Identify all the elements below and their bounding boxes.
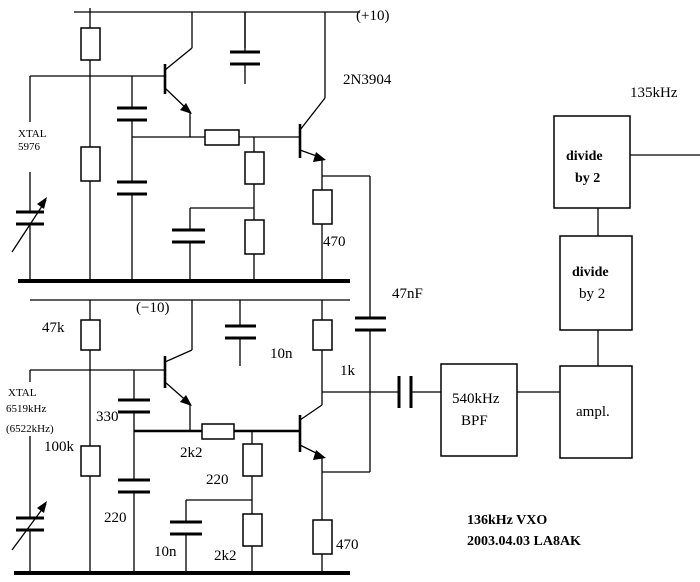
divider-block-2: [559, 235, 633, 331]
bpf-block: [440, 363, 518, 457]
title-line-2: 2003.04.03 LA8AK: [467, 534, 581, 549]
amplifier-block: [559, 365, 633, 459]
xtal-bottom-freq-alt: (6522kHz): [6, 423, 54, 435]
label-2k2-bottom: 2k2: [214, 548, 237, 564]
xtal-bottom-label: XTAL: [8, 387, 37, 399]
xtal-top-label: XTAL: [18, 128, 47, 140]
bias-resistor-100k: [80, 445, 101, 477]
amplifier-label: ampl.: [576, 404, 610, 420]
series-resistor-2k2: [201, 423, 235, 440]
label-470-top: 470: [323, 234, 346, 250]
emitter-resistor-470-top: [312, 189, 333, 225]
label-47k: 47k: [42, 320, 65, 336]
resistor-2k2-bottom: [242, 513, 263, 547]
output-frequency-label: 135kHz: [630, 85, 678, 101]
label-100k: 100k: [44, 439, 75, 455]
top-oscillator-stage: [11, 8, 371, 318]
supply-negative-label: (−10): [136, 300, 169, 316]
bpf-label-name: BPF: [461, 413, 488, 429]
series-resistor-top: [204, 129, 240, 146]
label-330: 330: [96, 409, 119, 425]
divider-1-label-line2: by 2: [575, 171, 600, 186]
emitter-resistor-470-bottom: [312, 519, 333, 555]
xtal-bottom-freq: 6519kHz: [6, 403, 46, 415]
label-47nf: 47nF: [392, 286, 423, 302]
supply-positive-label: (+10): [356, 8, 389, 24]
label-220-capacitor: 220: [104, 510, 127, 526]
emitter-resistor-top: [244, 151, 265, 185]
base-resistor-top: [244, 219, 265, 255]
label-10n-bottom: 10n: [154, 544, 177, 560]
xtal-top-freq: 5976: [18, 141, 41, 153]
resistor-220: [242, 443, 263, 477]
bias-resistor-47k: [80, 319, 101, 351]
divider-block-1: [553, 115, 631, 209]
bottom-oscillator-stage: [11, 299, 398, 575]
label-1k: 1k: [340, 363, 356, 379]
divider-2-label-line1: divide: [572, 265, 609, 280]
divider-2-label-line2: by 2: [579, 286, 605, 302]
label-2k2-mid: 2k2: [180, 445, 203, 461]
transistor-type-label: 2N3904: [343, 72, 392, 88]
title-line-1: 136kHz VXO: [467, 513, 547, 528]
label-220-resistor: 220: [206, 472, 229, 488]
bias-resistor-bottom: [80, 146, 101, 182]
bias-resistor-top: [80, 27, 101, 61]
label-10n-top: 10n: [270, 346, 293, 362]
collector-resistor-1k: [312, 319, 333, 351]
label-470-bottom: 470: [336, 537, 359, 553]
divider-1-label-line1: divide: [566, 149, 603, 164]
bpf-label-freq: 540kHz: [452, 391, 500, 407]
